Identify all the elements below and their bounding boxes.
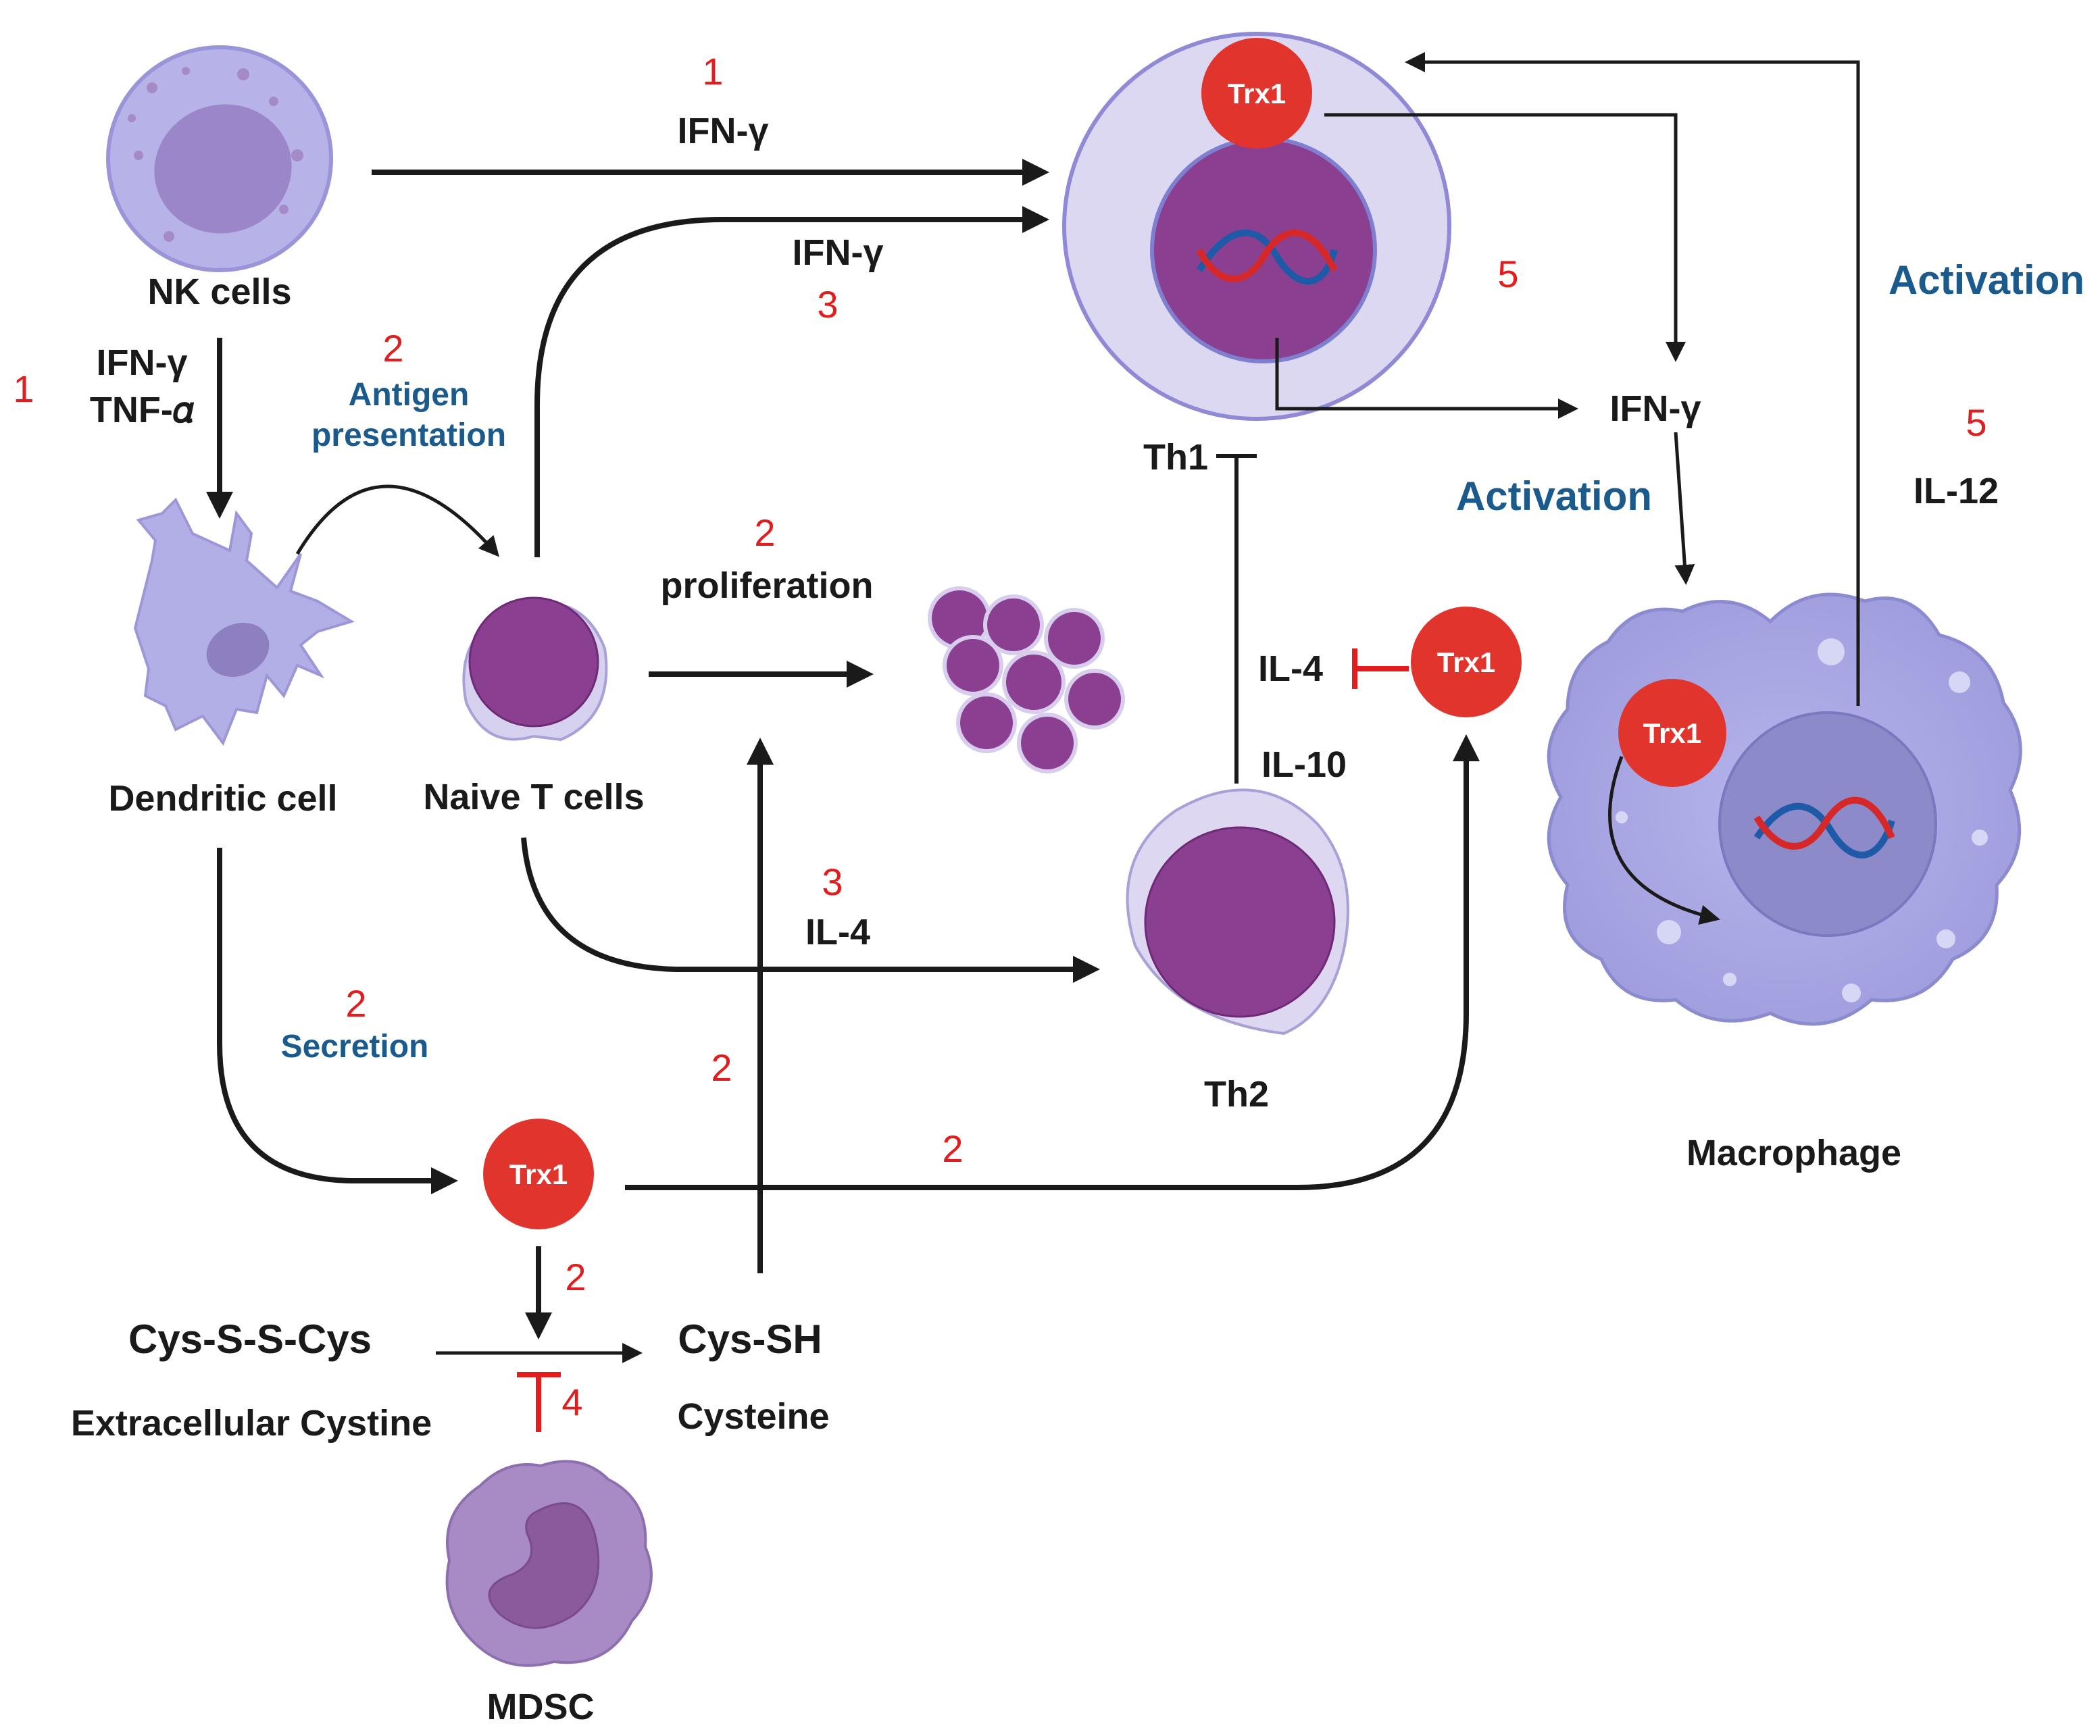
dendritic-cell-label: Dendritic cell — [108, 778, 337, 819]
dendritic-cell — [133, 497, 355, 746]
svg-text:Trx1: Trx1 — [1643, 717, 1701, 749]
step-4-mdsc: 4 — [561, 1381, 582, 1423]
svg-text:Trx1: Trx1 — [1228, 78, 1286, 109]
th2-inhibits-th1 — [1216, 454, 1257, 784]
macrophage-label: Macrophage — [1686, 1133, 1901, 1173]
il4-label-naive-th2: IL-4 — [805, 912, 870, 952]
activation-label-il12: Activation — [1889, 257, 2084, 303]
step-1-nk-th1: 1 — [702, 50, 723, 93]
naive-t-cells-label: Naive T cells — [423, 777, 644, 817]
mdsc-label: MDSC — [487, 1687, 595, 1727]
ifn-g-label-naive-th1: IFN-γ — [793, 232, 884, 273]
svg-text:Trx1: Trx1 — [1437, 646, 1495, 678]
th2-cell — [1126, 788, 1349, 1036]
activation-label-ifn: Activation — [1456, 474, 1652, 519]
nk-cell — [106, 45, 333, 272]
secretion-label: Secretion — [281, 1029, 429, 1065]
th1-cell — [1062, 32, 1451, 421]
mdsc-cell — [445, 1460, 653, 1667]
cystine-formula: Cys-S-S-Cys — [128, 1317, 372, 1362]
mdsc-inhibits-conversion — [517, 1372, 561, 1432]
step-2-conversion: 2 — [565, 1256, 586, 1298]
arrows — [206, 52, 1860, 1363]
il10-label: IL-10 — [1261, 744, 1347, 785]
trx1-th1: Trx1 — [1201, 38, 1312, 149]
cysteine-formula: Cys-SH — [678, 1317, 822, 1362]
antigen-label-1: Antigen — [349, 377, 470, 413]
cystine-name: Extracellular Cystine — [71, 1403, 432, 1444]
step-2-trx1: 2 — [942, 1127, 963, 1170]
step-1-nk-dc: 1 — [13, 367, 34, 410]
trx1-secreted: Trx1 — [483, 1119, 594, 1229]
nk-cells-label: NK cells — [147, 272, 291, 312]
macrophage-cell — [1547, 592, 2022, 1026]
trx1-macrophage: Trx1 — [1618, 679, 1726, 787]
ifn-g-label-nk-th1: IFN-γ — [678, 111, 769, 151]
proliferating-t-cells — [928, 586, 1125, 773]
trx1-th2-inhibitor: Trx1 — [1411, 607, 1522, 717]
tnf-a-label: TNF-𝛼 — [90, 390, 195, 430]
step-3-ifn: 3 — [817, 283, 838, 326]
th1-label: Th1 — [1143, 437, 1208, 478]
ifn-g-label-nk-dc: IFN-γ — [97, 342, 188, 383]
step-5-il12: 5 — [1966, 401, 1986, 444]
svg-text:Trx1: Trx1 — [509, 1158, 568, 1190]
antigen-label-2: presentation — [311, 417, 506, 453]
il4-label-th2: IL-4 — [1258, 648, 1323, 689]
naive-t-cell — [462, 596, 608, 742]
macrophage-dna-icon — [1753, 796, 1895, 859]
dna-icon — [1196, 229, 1338, 285]
proliferation-label: proliferation — [660, 565, 873, 606]
cysteine-name: Cysteine — [677, 1396, 829, 1437]
th2-label: Th2 — [1204, 1074, 1269, 1115]
step-3-il4: 3 — [822, 861, 843, 903]
step-2-antigen: 2 — [382, 327, 403, 369]
step-2-secretion: 2 — [345, 982, 366, 1025]
ifn-g-label-th1-macrophage: IFN-γ — [1610, 388, 1701, 429]
il12-label: IL-12 — [1914, 471, 1999, 511]
step-2-proliferation: 2 — [754, 511, 775, 554]
trx1-inhibits-il4 — [1352, 648, 1409, 689]
step-2-cysteine: 2 — [711, 1046, 732, 1089]
step-5-th1: 5 — [1497, 253, 1518, 295]
